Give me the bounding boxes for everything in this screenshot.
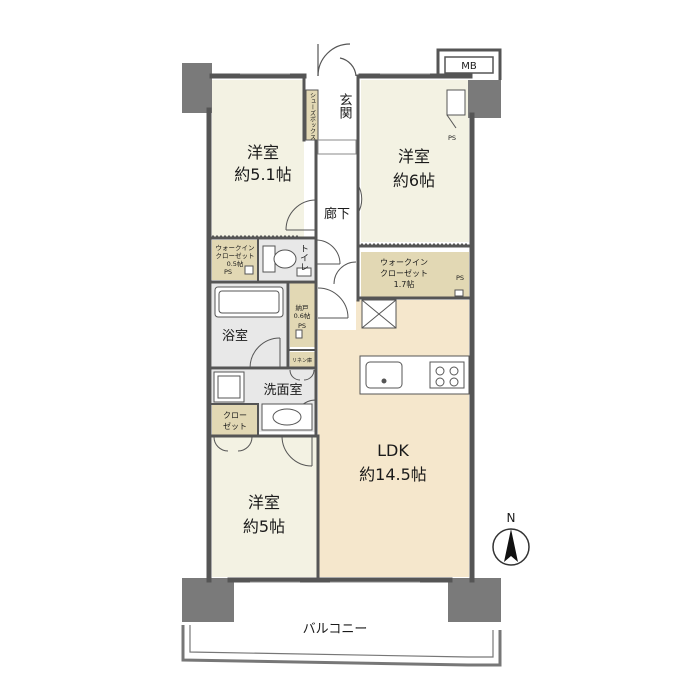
pantry-line1: 納戸 bbox=[296, 303, 310, 312]
room-western-bottom-size: 約5帖 bbox=[243, 517, 285, 536]
walk-in-small-line3: 0.5帖 bbox=[227, 259, 244, 268]
ps-top: PS bbox=[446, 89, 466, 142]
walk-in-large-line3: 1.7帖 bbox=[394, 279, 415, 289]
toilet-fixture bbox=[262, 245, 312, 277]
walk-in-small-ps: PS bbox=[224, 268, 232, 276]
wash-basin bbox=[261, 403, 313, 431]
bathroom-label: 浴室 bbox=[222, 328, 248, 344]
room-western-top-right-size: 約6帖 bbox=[393, 171, 435, 190]
room-western-top-left-name: 洋室 bbox=[247, 143, 279, 162]
room-western-bottom-name: 洋室 bbox=[248, 493, 280, 512]
walls bbox=[206, 73, 475, 583]
room-western-top-left-size: 約5.1帖 bbox=[234, 165, 291, 184]
washing-machine bbox=[213, 371, 245, 403]
closet-line2: ゼット bbox=[223, 421, 247, 431]
walk-in-large-line1: ウォークイン bbox=[380, 258, 428, 267]
refrigerator-space bbox=[361, 299, 397, 329]
linen-label: リネン庫 bbox=[292, 357, 312, 364]
pantry-ps: PS bbox=[298, 322, 306, 330]
pantry-line2: 0.6帖 bbox=[294, 311, 311, 320]
ldk-floor bbox=[318, 300, 469, 577]
ldk-size: 約14.5帖 bbox=[359, 465, 427, 484]
structural-columns bbox=[182, 63, 501, 622]
closet-floor bbox=[212, 405, 258, 435]
ps-top-label: PS bbox=[448, 134, 456, 142]
corridor-label: 廊下 bbox=[324, 206, 350, 222]
meter-box: MB bbox=[436, 48, 502, 80]
walk-in-large-line2: クローゼット bbox=[380, 268, 428, 278]
toilet-label: トイレ bbox=[298, 244, 309, 271]
closet-rails bbox=[212, 235, 469, 245]
north-arrow: N bbox=[492, 511, 530, 566]
north-label: N bbox=[507, 511, 516, 525]
pantry-floor bbox=[290, 283, 316, 347]
closet-line1: クロー bbox=[223, 411, 247, 420]
windows bbox=[240, 73, 430, 583]
walk-in-small-line2: クローゼット bbox=[216, 251, 255, 260]
room-western-bottom-floor bbox=[212, 437, 318, 577]
entrance-label: 玄関 bbox=[337, 93, 353, 120]
corridor-floor bbox=[318, 80, 356, 320]
bathtub bbox=[214, 286, 284, 318]
shoe-box-label: シューズボックス bbox=[309, 92, 316, 140]
balcony: バルコニー bbox=[181, 622, 502, 667]
entrance-step bbox=[317, 139, 357, 155]
mb-label: MB bbox=[461, 61, 477, 72]
entrance-door bbox=[317, 43, 357, 79]
room-western-top-left-floor bbox=[212, 80, 304, 238]
walk-in-closet-large-floor bbox=[361, 252, 469, 297]
shoe-box: シューズボックス bbox=[305, 89, 319, 141]
room-western-top-right-name: 洋室 bbox=[398, 147, 430, 166]
kitchen-counter bbox=[359, 355, 470, 395]
compass-needle-icon bbox=[504, 529, 518, 562]
ldk-name: LDK bbox=[377, 441, 409, 460]
ps-pipes bbox=[244, 265, 464, 339]
walk-in-small-line1: ウォークイン bbox=[216, 244, 255, 252]
washroom-label: 洗面室 bbox=[263, 382, 302, 398]
linen-floor bbox=[290, 352, 316, 368]
balcony-label: バルコニー bbox=[303, 622, 368, 637]
walk-in-large-ps: PS bbox=[456, 274, 464, 282]
